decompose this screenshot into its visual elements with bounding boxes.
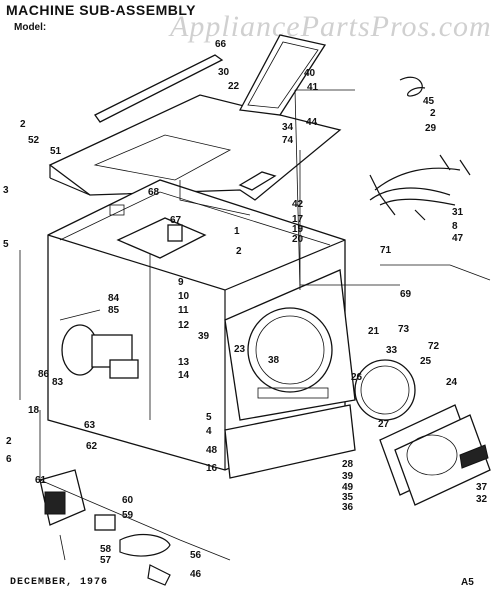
callout: 85	[108, 305, 120, 316]
callout: 29	[425, 123, 437, 134]
callout: 16	[206, 463, 218, 474]
callout: 51	[50, 146, 62, 157]
watermark: AppliancePartsPros.com	[170, 10, 492, 43]
callout: 2	[20, 119, 26, 130]
model-label: Model:	[14, 22, 47, 33]
callout: 66	[215, 39, 227, 50]
callout: 38	[268, 355, 280, 366]
callout: 10	[178, 291, 190, 302]
callout: 59	[122, 510, 134, 521]
motor	[59, 309, 139, 379]
callout: 46	[190, 569, 202, 580]
callout: 71	[380, 245, 392, 256]
lid-panel	[238, 34, 327, 191]
callout: 45	[423, 96, 435, 107]
callout: 24	[446, 377, 458, 388]
callout: 22	[228, 81, 240, 92]
callout: 27	[378, 419, 390, 430]
front-panel	[224, 269, 356, 421]
callout: 28	[342, 459, 354, 470]
callout: 62	[86, 441, 98, 452]
callout: 49	[342, 482, 354, 493]
callout: 60	[122, 495, 134, 506]
page-title: MACHINE SUB-ASSEMBLY	[6, 2, 196, 18]
callout: 74	[282, 135, 294, 146]
kick-panel	[224, 404, 356, 479]
callout: 33	[386, 345, 398, 356]
callout: 57	[100, 555, 112, 566]
callout: 36	[342, 502, 354, 513]
callout: 2	[6, 436, 12, 447]
callout: 14	[178, 370, 190, 381]
callout: 35	[342, 492, 354, 503]
callout: 5	[206, 412, 212, 423]
callout: 3	[3, 185, 9, 196]
callout: 2	[430, 108, 436, 119]
callout: 67	[170, 215, 182, 226]
callout: 83	[52, 377, 64, 388]
callout: 2	[236, 246, 242, 257]
callout: 31	[452, 207, 464, 218]
callout: 6	[6, 454, 12, 465]
callout: 12	[178, 320, 190, 331]
top-rail	[94, 54, 224, 123]
callout: 72	[428, 341, 440, 352]
door-gasket	[354, 359, 416, 421]
callout: 63	[84, 420, 96, 431]
callout: 30	[218, 67, 230, 78]
callout: 61	[35, 475, 47, 486]
callout: 18	[28, 405, 40, 416]
callout: 56	[190, 550, 202, 561]
footer-code: A5	[461, 577, 474, 588]
callout: 68	[148, 187, 160, 198]
callout: 73	[398, 324, 410, 335]
callout: 32	[476, 494, 488, 505]
pump	[39, 469, 116, 561]
callout: 8	[452, 221, 458, 232]
callout: 41	[307, 82, 319, 93]
callout: 21	[368, 326, 380, 337]
callout: 4	[206, 426, 212, 437]
callout: 17	[292, 214, 304, 225]
callout: 13	[178, 357, 190, 368]
belt	[119, 533, 171, 586]
callout: 11	[178, 305, 189, 316]
callout: 9	[178, 277, 184, 288]
callout: 44	[306, 117, 318, 128]
callout: 69	[400, 289, 412, 300]
leader-lines	[19, 89, 491, 561]
wire-harness	[369, 76, 471, 221]
door-assembly	[379, 404, 491, 506]
callout: 23	[234, 344, 246, 355]
callout: 39	[342, 471, 354, 482]
callout: 20	[292, 234, 304, 245]
callouts: 66 30 22 40 41 45 2 29 44 34 74 2 52 51 …	[3, 39, 488, 580]
callout: 42	[292, 199, 304, 210]
callout: 84	[108, 293, 120, 304]
callout: 5	[3, 239, 9, 250]
callout: 58	[100, 544, 112, 555]
callout: 86	[38, 369, 50, 380]
callout: 40	[304, 68, 316, 79]
callout: 39	[198, 331, 210, 342]
callout: 1	[234, 226, 240, 237]
callout: 25	[420, 356, 432, 367]
footer-date: DECEMBER, 1976	[10, 577, 109, 588]
callout: 19	[292, 224, 304, 235]
callout: 37	[476, 482, 488, 493]
callout: 48	[206, 445, 218, 456]
control-bracket	[116, 217, 207, 259]
callout: 52	[28, 135, 40, 146]
callout: 34	[282, 122, 294, 133]
callout: 47	[452, 233, 464, 244]
callout: 26	[351, 372, 363, 383]
